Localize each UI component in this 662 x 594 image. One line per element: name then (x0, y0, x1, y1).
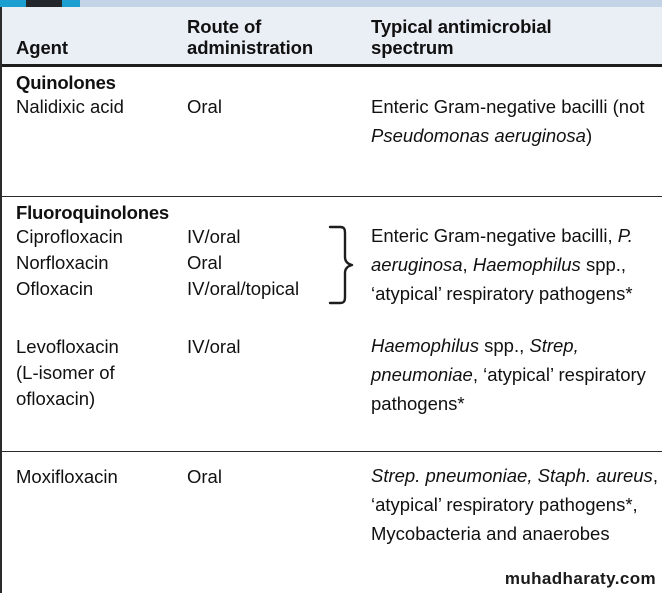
cell-route-group: IV/oral Oral IV/oral/topical (187, 224, 367, 302)
column-header-spectrum: Typical antimicrobial spectrum (371, 16, 656, 58)
cell-agent: Levofloxacin (L-isomer of ofloxacin) (16, 334, 188, 412)
agent-levofloxacin-line2: (L-isomer of (16, 362, 115, 383)
agent-ciprofloxacin: Ciprofloxacin (16, 226, 123, 247)
cell-spectrum-text: Haemophilus spp., Strep, pneumoniae, ‘at… (371, 335, 646, 414)
cell-spectrum-text: Enteric Gram-negative bacilli, P. aerugi… (371, 225, 633, 304)
table-row: Nalidixic acid Oral Enteric Gram-negativ… (2, 94, 662, 194)
column-header-agent-label: Agent (16, 37, 68, 58)
section-quinolones: Quinolones Nalidixic acid Oral Enteric G… (2, 67, 662, 197)
cell-agent: Nalidixic acid (16, 96, 124, 117)
route-ciprofloxacin: IV/oral (187, 226, 241, 247)
route-norfloxacin: Oral (187, 252, 222, 273)
site-watermark: muhadharaty.com (504, 569, 656, 588)
cell-route: Oral (187, 96, 222, 117)
agent-levofloxacin-line3: ofloxacin) (16, 388, 96, 409)
column-header-route-line2: administration (187, 37, 314, 58)
column-header-spectrum-line2: spectrum (371, 37, 454, 58)
section-fluoroquinolones: Fluoroquinolones Ciprofloxacin Norfloxac… (2, 197, 662, 452)
agent-norfloxacin: Norfloxacin (16, 252, 109, 273)
cell-spectrum: Enteric Gram-negative bacilli (not Pseud… (371, 92, 661, 150)
section-moxifloxacin: Moxifloxacin Oral Strep. pneumoniae, Sta… (2, 452, 662, 582)
cell-spectrum-text: Strep. pneumoniae, Staph. aureus, ‘atypi… (371, 465, 658, 544)
column-header-route-line1: Route of (187, 16, 262, 37)
column-header-agent: Agent (16, 37, 181, 58)
route-ofloxacin: IV/oral/topical (187, 278, 300, 299)
table-row: Levofloxacin (L-isomer of ofloxacin) IV/… (2, 334, 662, 454)
table-header-row: Agent Route of administration Typical an… (2, 7, 662, 67)
section-title-fluoroquinolones: Fluoroquinolones (16, 202, 170, 223)
cell-route: Oral (187, 466, 222, 487)
antimicrobial-table: Agent Route of administration Typical an… (0, 7, 662, 593)
table-row: Moxifloxacin Oral Strep. pneumoniae, Sta… (2, 452, 662, 594)
agent-ofloxacin: Ofloxacin (16, 278, 94, 299)
strip-segment-pale (80, 0, 662, 7)
cell-agent: Moxifloxacin (16, 466, 118, 487)
strip-segment-teal-left (0, 0, 26, 7)
cell-spectrum-text: Enteric Gram-negative bacilli (not Pseud… (371, 96, 645, 146)
section-title-quinolones: Quinolones (16, 72, 116, 93)
agent-levofloxacin-line1: Levofloxacin (16, 336, 119, 357)
cell-spectrum: Haemophilus spp., Strep, pneumoniae, ‘at… (371, 331, 661, 418)
right-curly-brace-icon (328, 225, 354, 305)
column-header-route: Route of administration (187, 16, 367, 58)
strip-segment-dark (26, 0, 62, 7)
cell-spectrum-group: Enteric Gram-negative bacilli, P. aerugi… (371, 221, 661, 308)
strip-segment-teal-right (62, 0, 80, 7)
cell-spectrum: Strep. pneumoniae, Staph. aureus, ‘atypi… (371, 461, 661, 548)
cell-route: IV/oral (187, 336, 241, 357)
grouped-rows-fluoroquinolones: Ciprofloxacin Norfloxacin Ofloxacin IV/o… (2, 224, 662, 312)
cell-agent-group: Ciprofloxacin Norfloxacin Ofloxacin (16, 224, 188, 302)
column-header-spectrum-line1: Typical antimicrobial (371, 16, 552, 37)
decorative-top-strip (0, 0, 662, 7)
